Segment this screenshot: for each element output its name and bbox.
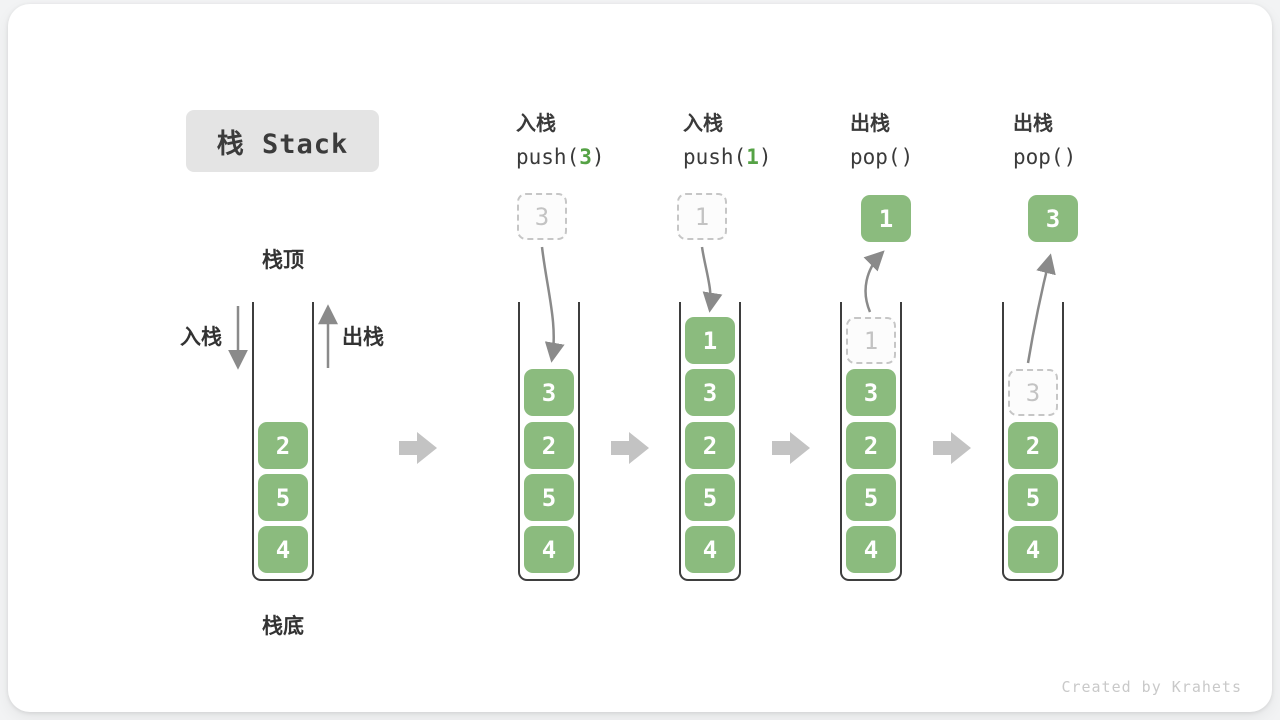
code-post: ) (591, 145, 605, 169)
stack-cell: 4 (1008, 526, 1058, 573)
code-pre: pop() (850, 145, 914, 169)
code-post: ) (758, 145, 772, 169)
stack-container-push-3 (518, 302, 580, 581)
stack-container-pop-1 (840, 302, 902, 581)
op-code: pop() (1013, 145, 1076, 169)
stack-cell: 2 (1008, 422, 1058, 469)
op-label: 入栈 (516, 111, 556, 135)
code-pre: push( (516, 145, 580, 169)
stack-cell: 5 (846, 474, 896, 521)
stack-cell: 2 (685, 422, 735, 469)
push-direction-label: 入栈 (180, 325, 222, 349)
stack-cell: 5 (258, 474, 308, 521)
header-pop-3: 出栈 pop() (1013, 107, 1076, 169)
stack-container-initial (252, 302, 314, 581)
floating-value-dashed: 1 (677, 193, 727, 240)
stack-cell: 4 (685, 526, 735, 573)
code-value: 1 (746, 145, 759, 169)
op-label: 入栈 (683, 111, 723, 135)
stack-cell: 3 (846, 369, 896, 416)
stack-cell: 1 (685, 317, 735, 364)
stack-container-pop-3 (1002, 302, 1064, 581)
stack-cell: 5 (685, 474, 735, 521)
stack-bottom-label: 栈底 (262, 614, 304, 638)
header-pop-1: 出栈 pop() (850, 107, 913, 169)
stack-cell: 4 (258, 526, 308, 573)
floating-value-popped: 3 (1028, 195, 1078, 242)
code-value: 3 (579, 145, 592, 169)
stack-cell: 2 (846, 422, 896, 469)
code-pre: pop() (1013, 145, 1077, 169)
stack-cell-ghost: 3 (1008, 369, 1058, 416)
stack-top-label: 栈顶 (262, 248, 304, 272)
stack-cell: 2 (258, 422, 308, 469)
header-push-1: 入栈 push(1) (683, 107, 772, 169)
stack-cell: 4 (846, 526, 896, 573)
op-code: push(3) (516, 145, 605, 169)
stack-cell: 3 (524, 369, 574, 416)
stack-container-push-1 (679, 302, 741, 581)
op-label: 出栈 (1013, 111, 1053, 135)
credit-text: Created by Krahets (1061, 678, 1242, 696)
stack-cell: 3 (685, 369, 735, 416)
header-push-3: 入栈 push(3) (516, 107, 605, 169)
stack-cell: 2 (524, 422, 574, 469)
floating-value-dashed: 3 (517, 193, 567, 240)
code-pre: push( (683, 145, 747, 169)
stack-cell: 5 (1008, 474, 1058, 521)
floating-value-popped: 1 (861, 195, 911, 242)
op-code: pop() (850, 145, 913, 169)
pop-direction-label: 出栈 (342, 325, 384, 349)
stack-cell: 4 (524, 526, 574, 573)
page-title: 栈 Stack (216, 128, 349, 160)
op-label: 出栈 (850, 111, 890, 135)
op-code: push(1) (683, 145, 772, 169)
stack-cell-ghost: 1 (846, 317, 896, 364)
title-badge: 栈 Stack (186, 110, 379, 172)
stack-cell: 5 (524, 474, 574, 521)
